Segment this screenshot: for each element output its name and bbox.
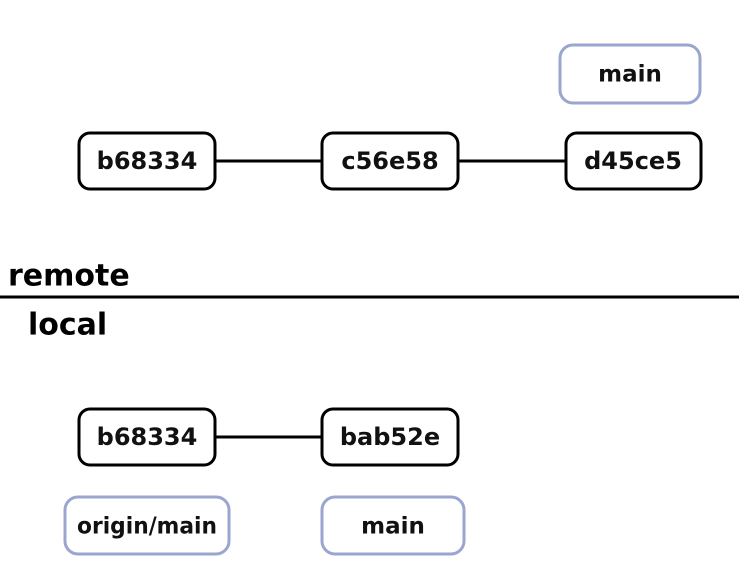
remote-branch-label: main (598, 62, 662, 88)
remote-branch-main: main (558, 43, 702, 105)
remote-commit-2: c56e58 (320, 131, 460, 191)
local-branch-main: main (320, 495, 466, 556)
local-commit-1: b68334 (77, 407, 217, 467)
remote-commit-2-label: c56e58 (341, 147, 438, 175)
remote-section-label: remote (8, 259, 130, 294)
local-commit-2-label: bab52e (340, 423, 440, 451)
local-section-label: local (28, 308, 107, 343)
local-branch-label: main (361, 514, 425, 540)
remote-commit-3: d45ce5 (564, 131, 703, 191)
remote-commit-3-label: d45ce5 (584, 147, 682, 175)
local-commit-1-label: b68334 (97, 423, 198, 451)
local-ref-origin-main: origin/main (63, 495, 231, 556)
local-commit-2: bab52e (320, 407, 460, 467)
remote-commit-1: b68334 (77, 131, 217, 191)
remote-commit-1-label: b68334 (97, 147, 198, 175)
local-ref-origin-main-label: origin/main (77, 514, 217, 540)
